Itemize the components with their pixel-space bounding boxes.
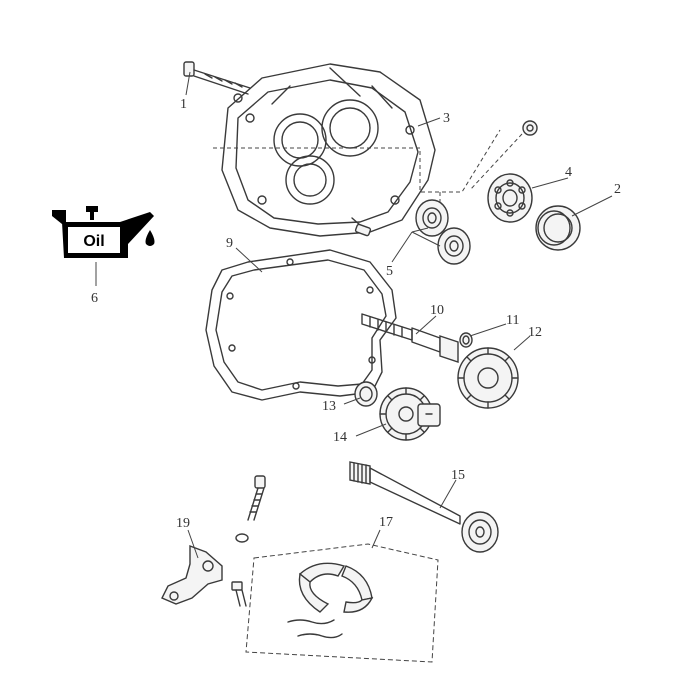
part-9-gasket[interactable]: [205, 249, 397, 401]
callout-17: 17: [379, 515, 393, 530]
callout-15: 15: [451, 468, 465, 483]
callout-2: 2: [614, 182, 621, 197]
part-3-gearbox-housing[interactable]: [221, 63, 436, 237]
part-10-shaft[interactable]: [361, 313, 459, 363]
leader-lines: [95, 71, 613, 559]
part-1-bolt[interactable]: [183, 61, 251, 103]
part-spring-bolt[interactable]: [235, 475, 266, 543]
part-13-washer[interactable]: [354, 381, 378, 407]
callout-9: 9: [226, 236, 233, 251]
callout-10: 10: [430, 303, 444, 318]
part-14-cluster-gear[interactable]: [379, 387, 441, 441]
callout-3: 3: [443, 111, 450, 126]
callout-6: 6: [91, 291, 98, 306]
part-19-brake-lever[interactable]: [161, 544, 247, 607]
callout-13: 13: [322, 399, 336, 414]
oil-can-label: Oil: [83, 233, 104, 250]
callout-4: 4: [565, 165, 572, 180]
part-15-output-shaft[interactable]: [349, 461, 499, 553]
part-5-bearings[interactable]: [415, 199, 471, 265]
callout-11: 11: [506, 313, 519, 328]
part-17-brake-shoes[interactable]: [245, 543, 439, 663]
oil-can-icon: Oil: [52, 206, 155, 258]
callout-12: 12: [528, 325, 542, 340]
part-fitting[interactable]: [469, 120, 538, 191]
callout-5: 5: [386, 264, 393, 279]
callout-14: 14: [333, 430, 347, 445]
part-11-circlip[interactable]: [459, 332, 473, 348]
part-4-bearing[interactable]: [487, 173, 533, 223]
part-12-gear[interactable]: [457, 347, 519, 409]
callout-1: 1: [180, 97, 187, 112]
callout-labels: 1 2 3 4 5 6 9 10 11 12 13 14 15 17 19: [91, 97, 621, 531]
part-2-seal[interactable]: [535, 205, 581, 251]
callout-19: 19: [176, 516, 190, 531]
